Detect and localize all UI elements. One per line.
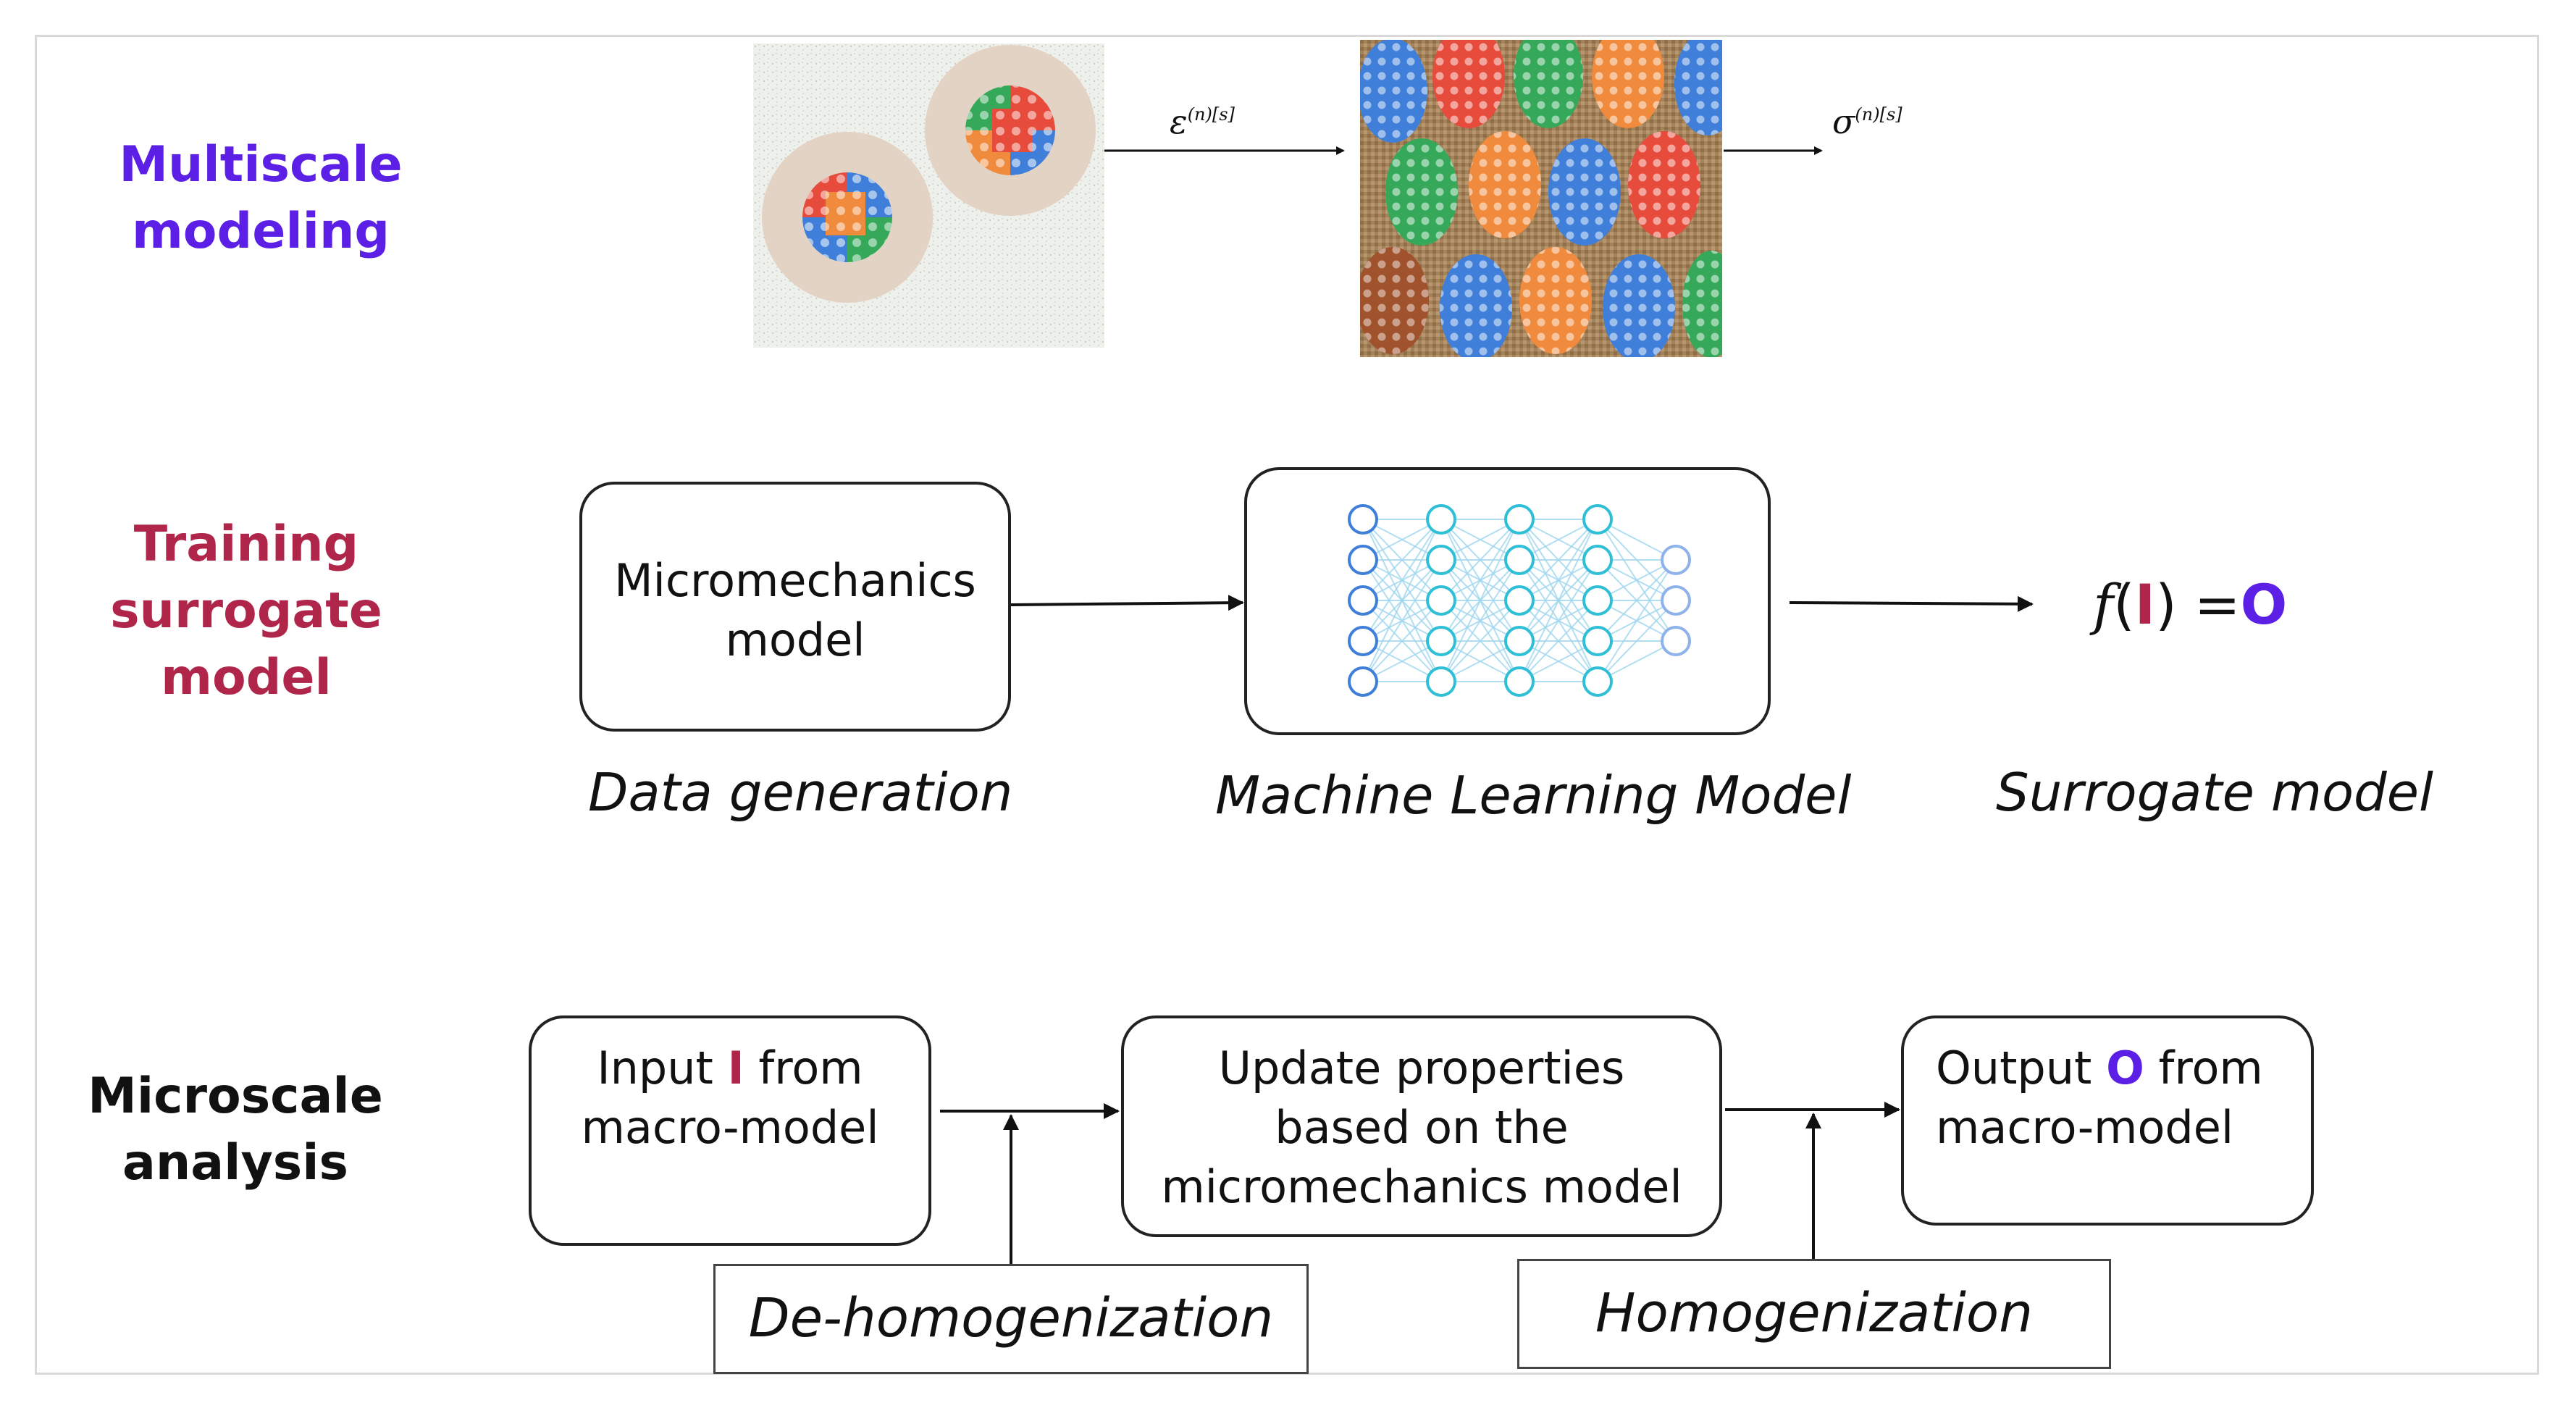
nn-node — [1426, 545, 1456, 575]
input-symbol: I — [727, 1042, 744, 1094]
nn-node — [1504, 666, 1535, 697]
de-homogenization-label: De-homogenization — [748, 1287, 1274, 1349]
multiscale-title-line1: Multiscale — [119, 136, 403, 193]
nn-node — [1348, 545, 1378, 575]
output-text-a: Output — [1936, 1042, 2107, 1094]
fiber-rve-image — [1360, 40, 1722, 357]
multiscale-arrows: ε(n)[s] σ(n)[s] — [1104, 102, 1902, 155]
input-from-macro-box: Input I from macro-model — [529, 1015, 931, 1246]
formula-equals: = — [2176, 572, 2241, 637]
output-line1: Output O from — [1936, 1039, 2311, 1098]
nn-connection — [1597, 559, 1677, 682]
nn-node — [1661, 545, 1691, 575]
multiscale-title: Multiscale modeling — [101, 132, 420, 265]
training-title-line1: Training — [133, 516, 359, 573]
nn-node — [1348, 626, 1378, 656]
nn-connection — [1362, 519, 1442, 682]
input-text-b: from — [744, 1042, 863, 1094]
nn-connection — [1597, 600, 1677, 682]
nn-connection — [1519, 519, 1598, 601]
nn-node — [1348, 585, 1378, 616]
neural-network-icon — [1348, 504, 1691, 697]
micromechanics-model-box: Micromechanics model — [579, 482, 1011, 732]
nn-node — [1661, 585, 1691, 616]
nn-node — [1348, 666, 1378, 697]
nn-node — [1661, 626, 1691, 656]
nn-connection — [1440, 600, 1520, 682]
homogenization-label: Homogenization — [1595, 1282, 2034, 1344]
formula-input: I — [2134, 572, 2156, 637]
micromechanics-line1: Micromechanics — [614, 554, 976, 607]
nn-node — [1426, 666, 1456, 697]
nn-node — [1426, 504, 1456, 535]
nn-connection — [1597, 559, 1677, 642]
nn-node — [1582, 504, 1613, 535]
nn-node — [1582, 666, 1613, 697]
update-line3: micromechanics model — [1161, 1160, 1682, 1213]
training-title-line2: surrogate — [110, 582, 382, 640]
nn-connection — [1519, 519, 1598, 642]
rve-fibers — [1360, 40, 1722, 357]
nn-connection — [1440, 559, 1520, 682]
strain-symbol: ε(n)[s] — [1170, 102, 1235, 141]
nn-connection — [1362, 519, 1442, 601]
microscale-title: Microscale analysis — [72, 1063, 398, 1197]
nn-connection — [1362, 600, 1442, 682]
homogenization-box: Homogenization — [1517, 1259, 2111, 1369]
ml-model-box — [1244, 467, 1771, 735]
update-line2: based on the — [1275, 1101, 1569, 1154]
nn-connection — [1362, 519, 1442, 642]
update-properties-box: Update properties based on the micromech… — [1121, 1015, 1722, 1237]
formula-output: O — [2240, 572, 2288, 637]
formula-open: ( — [2113, 572, 2135, 637]
nn-node — [1348, 504, 1378, 535]
data-to-ml-arrow — [1011, 595, 1244, 611]
nn-connection — [1440, 519, 1520, 682]
nn-node — [1582, 545, 1613, 575]
microscale-arrows — [940, 1102, 1900, 1264]
data-generation-caption: Data generation — [588, 762, 1013, 823]
output-text-b: from — [2144, 1042, 2263, 1094]
nn-node — [1504, 585, 1535, 616]
output-line2: macro-model — [1936, 1101, 2234, 1154]
input-line1: Input I from — [532, 1039, 928, 1098]
nn-node — [1504, 626, 1535, 656]
training-title: Training surrogate model — [87, 511, 406, 711]
multiscale-title-line2: modeling — [131, 203, 390, 260]
microscale-title-line2: analysis — [122, 1134, 349, 1191]
nn-node — [1504, 545, 1535, 575]
nn-connection — [1362, 559, 1442, 682]
surrogate-formula: f(I) =O — [2093, 572, 2287, 637]
nn-connection — [1519, 519, 1598, 682]
nn-node — [1582, 585, 1613, 616]
microscale-title-line1: Microscale — [88, 1068, 383, 1125]
composite-macro-image — [753, 43, 1104, 348]
stress-symbol: σ(n)[s] — [1832, 102, 1902, 141]
nn-node — [1504, 504, 1535, 535]
input-line2: macro-model — [581, 1101, 879, 1154]
nn-connection — [1519, 600, 1598, 682]
nn-connection — [1440, 519, 1520, 642]
nn-connection — [1519, 559, 1598, 682]
micromechanics-line2: model — [725, 613, 865, 666]
nn-node — [1426, 626, 1456, 656]
input-text-a: Input — [597, 1042, 728, 1094]
update-line1: Update properties — [1218, 1042, 1625, 1094]
nn-node — [1426, 585, 1456, 616]
formula-f: f — [2093, 572, 2114, 637]
de-homogenization-box: De-homogenization — [713, 1264, 1309, 1374]
training-title-line3: model — [161, 649, 332, 706]
ml-to-surrogate-arrow — [1789, 595, 2034, 612]
formula-close: ) — [2155, 572, 2177, 637]
ml-model-caption: Machine Learning Model — [1215, 765, 1852, 826]
output-from-macro-box: Output O from macro-model — [1901, 1015, 2314, 1226]
nn-connection — [1440, 519, 1520, 601]
output-symbol: O — [2106, 1042, 2144, 1094]
training-arrows — [1011, 595, 2034, 612]
nn-node — [1582, 626, 1613, 656]
surrogate-model-caption: Surrogate model — [1996, 762, 2434, 823]
